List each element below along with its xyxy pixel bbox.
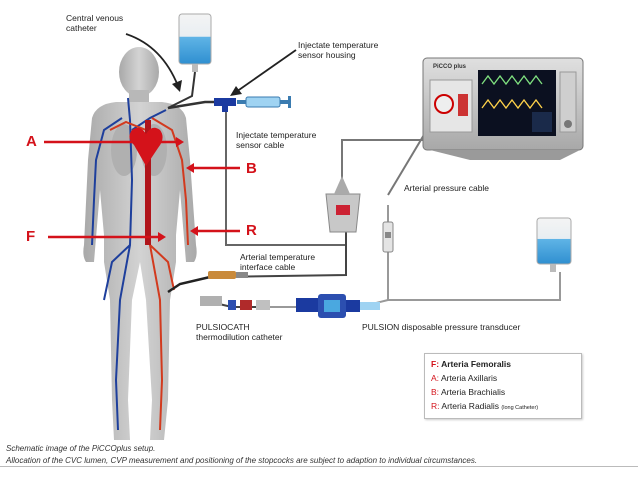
caption-line-2: Allocation of the CVC lumen, CVP measure… bbox=[6, 456, 478, 465]
letter-r: R bbox=[246, 222, 257, 239]
caption-line-1: Schematic image of the PiCCOplus setup. bbox=[6, 444, 156, 453]
label-injectate-temp-housing: Injectate temperature sensor housing bbox=[298, 40, 379, 60]
monitor-brand: PiCCO plus bbox=[433, 64, 467, 70]
legend-row-f: F: Arteria Femoralis bbox=[431, 359, 511, 369]
iv-bag-left bbox=[178, 13, 212, 72]
legend-row-r: R: Arteria Radialis (long Catheter) bbox=[431, 401, 539, 411]
label-central-venous-catheter: Central venous catheter bbox=[66, 13, 124, 33]
letter-a: A bbox=[26, 133, 37, 150]
letter-b: B bbox=[246, 160, 257, 177]
label-transducer: PULSION disposable pressure transducer bbox=[362, 322, 521, 332]
cables bbox=[167, 71, 561, 308]
catheter-hub bbox=[200, 271, 270, 310]
syringe-icon bbox=[237, 96, 291, 108]
heart-icon bbox=[129, 127, 163, 166]
pressure-cable-connector bbox=[382, 221, 394, 253]
injectate-sensor-housing bbox=[214, 98, 236, 112]
label-arterial-pressure-cable: Arterial pressure cable bbox=[404, 183, 490, 193]
label-injectate-temp-cable: Injectate temperature sensor cable bbox=[236, 130, 317, 150]
pressure-transducer bbox=[296, 294, 380, 318]
picco-monitor bbox=[422, 57, 584, 160]
legend-row-a: A: Arteria Axillaris bbox=[431, 373, 498, 383]
pointer-arrows bbox=[125, 33, 297, 96]
interface-box bbox=[325, 176, 361, 233]
legend-row-b: B: Arteria Brachialis bbox=[431, 387, 506, 397]
iv-bag-right bbox=[536, 217, 572, 272]
label-arterial-temp-interface: Arterial temperature interface cable bbox=[240, 252, 316, 272]
label-pulsiocath: PULSIOCATH thermodilution catheter bbox=[196, 322, 283, 342]
letter-f: F bbox=[26, 228, 36, 245]
aorta bbox=[145, 120, 151, 245]
red-arrows bbox=[44, 137, 240, 242]
divider bbox=[0, 466, 638, 467]
legend-box: F: Arteria Femoralis A: Arteria Axillari… bbox=[424, 353, 582, 419]
